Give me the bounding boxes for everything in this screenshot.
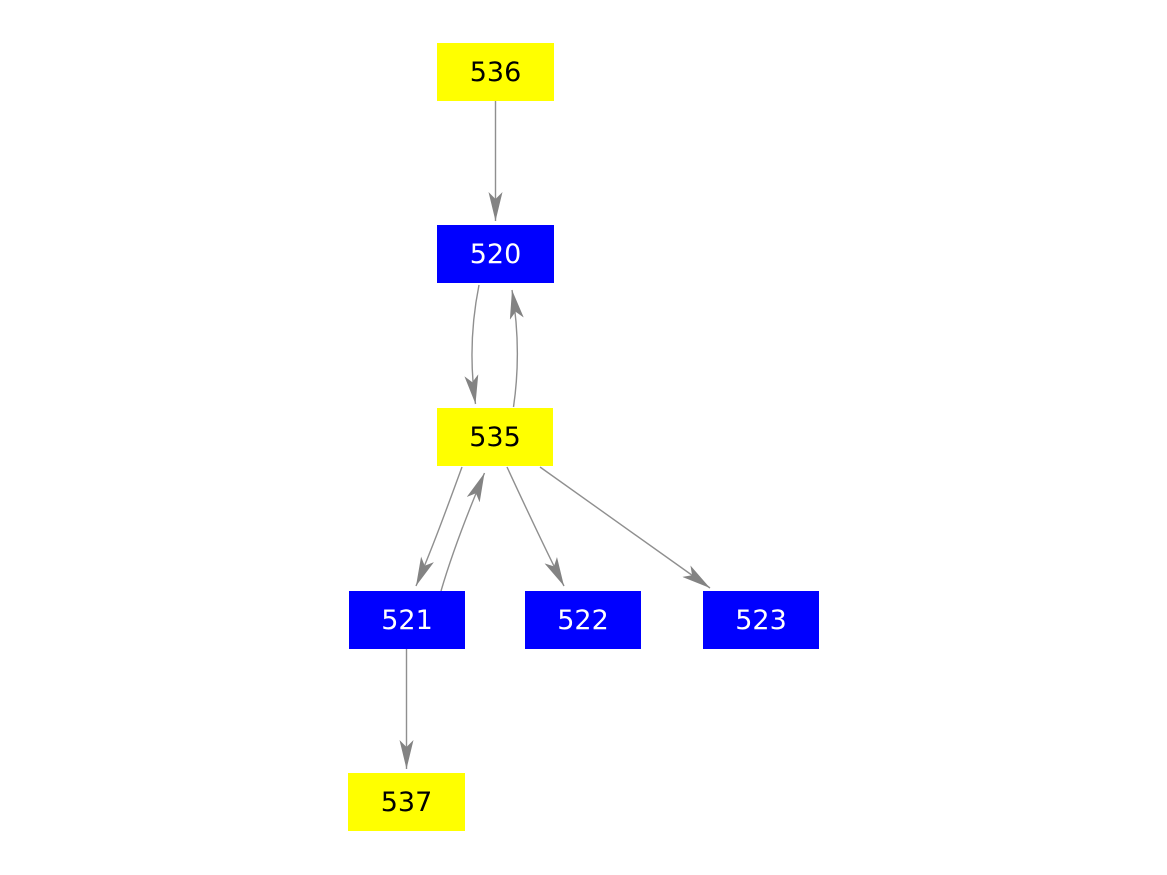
node-520: 520 (437, 225, 554, 283)
node-535: 535 (437, 408, 553, 466)
edge-535-521 (415, 466, 463, 587)
edge-535-522 (506, 466, 565, 587)
node-label: 521 (381, 604, 433, 636)
node-523: 523 (703, 591, 819, 649)
node-label: 522 (557, 604, 609, 636)
edge-535-523 (539, 466, 711, 589)
node-label: 535 (469, 421, 521, 453)
node-521: 521 (349, 591, 465, 649)
node-536: 536 (437, 43, 554, 101)
node-label: 537 (380, 786, 433, 818)
edge-521-535 (440, 472, 486, 592)
edge-520-535 (464, 284, 480, 405)
edges-group (399, 101, 711, 769)
node-label: 520 (469, 238, 522, 270)
node-label: 536 (469, 56, 522, 88)
node-537: 537 (348, 773, 465, 831)
edge-535-520 (509, 289, 524, 408)
node-522: 522 (525, 591, 641, 649)
node-label: 523 (735, 604, 787, 636)
